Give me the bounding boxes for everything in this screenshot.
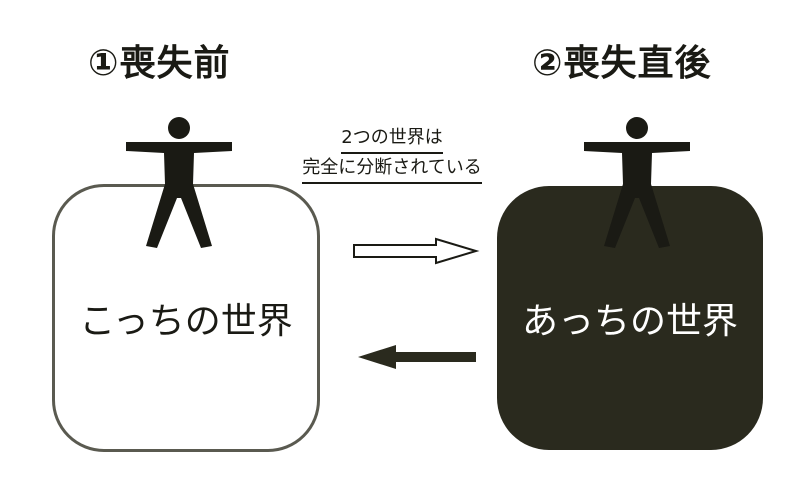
this-world-label: こっちの世界 — [79, 301, 293, 342]
that-world-box: あっちの世界 — [497, 186, 763, 450]
after-loss-heading: ②喪失直後 — [532, 43, 712, 84]
separation-note-line2: 完全に分断されている — [302, 154, 482, 184]
that-world-label: あっちの世界 — [521, 301, 738, 342]
this-world-box: こっちの世界 — [52, 184, 320, 452]
hollow-right-arrow-icon — [353, 237, 480, 265]
separation-note-line1: 2つの世界は — [341, 124, 443, 154]
person-icon — [126, 117, 232, 248]
person-icon — [584, 117, 690, 248]
separation-note: 2つの世界は 完全に分断されている — [274, 124, 510, 184]
before-loss-heading: ①喪失前 — [88, 43, 231, 84]
solid-left-arrow-icon — [358, 345, 476, 369]
